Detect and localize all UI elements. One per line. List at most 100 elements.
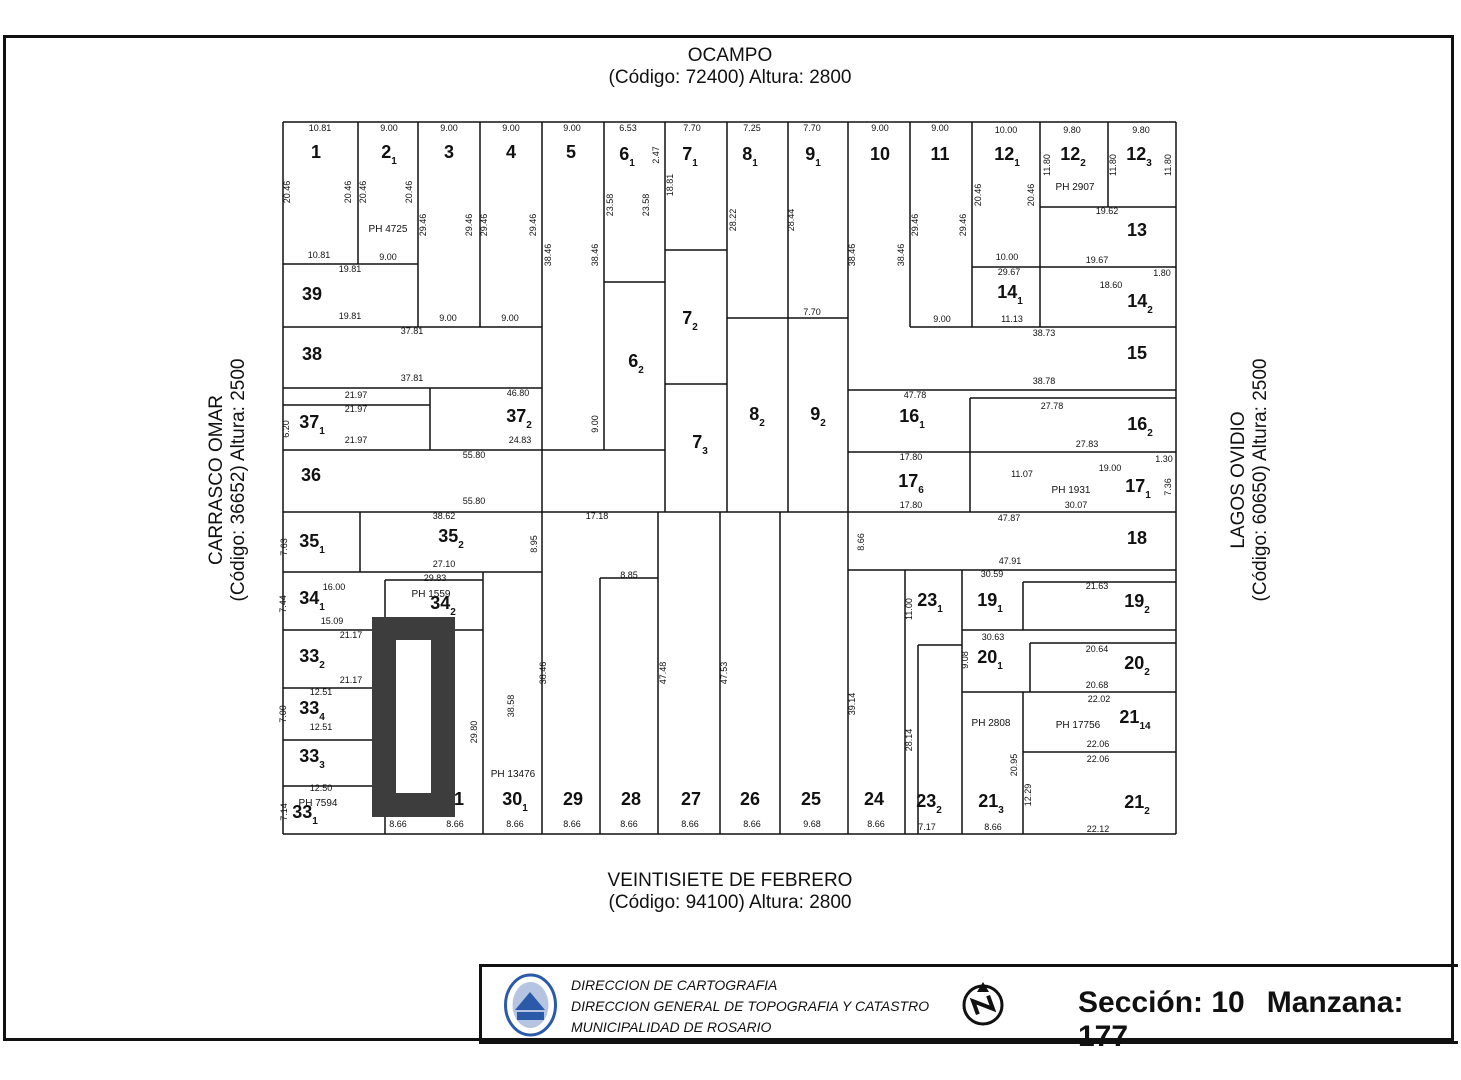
dimension-label: 9.68 xyxy=(803,819,821,829)
dimension-label: 30.59 xyxy=(981,569,1004,579)
dimension-label: 47.91 xyxy=(999,556,1022,566)
dimension-label: 9.00 xyxy=(590,415,600,433)
lot-number: 38 xyxy=(302,344,322,364)
institution-line-1: DIRECCION DE CARTOGRAFIA xyxy=(571,977,778,993)
dimension-label: 22.02 xyxy=(1088,694,1111,704)
lot-number: 4 xyxy=(506,142,516,162)
seccion-label: Sección: 10 xyxy=(1078,986,1245,1019)
lot-number: 3 xyxy=(444,142,454,162)
dimension-label: 28.22 xyxy=(728,209,738,232)
lot-number: 332 xyxy=(299,646,325,671)
dimension-label: 15.09 xyxy=(321,616,344,626)
lot-number: 27 xyxy=(681,789,701,809)
dimension-label: 22.06 xyxy=(1087,739,1110,749)
dimension-label: 7.25 xyxy=(743,123,761,133)
dimension-label: 7.70 xyxy=(803,123,821,133)
dimension-label: 22.06 xyxy=(1087,754,1110,764)
street-name: OCAMPO xyxy=(687,45,773,66)
lot-number: 162 xyxy=(1127,414,1153,439)
dimension-label: 20.46 xyxy=(1026,184,1036,207)
redaction-box xyxy=(372,617,455,817)
ph-label: PH 1931 xyxy=(1052,485,1091,496)
dimension-label: 19.81 xyxy=(339,264,362,274)
dimension-label: 29.46 xyxy=(479,214,489,237)
dimension-label: 7.36 xyxy=(1163,478,1173,496)
manzana-label: Manzana: 177 xyxy=(1078,986,1404,1053)
dimension-label: 11.80 xyxy=(1042,154,1052,176)
dimension-label: 19.81 xyxy=(339,311,362,321)
dimension-label: 19.00 xyxy=(1099,463,1122,473)
dimension-label: 27.10 xyxy=(433,559,456,569)
dimension-label: 21.17 xyxy=(340,675,363,685)
lot-number: 161 xyxy=(899,406,925,431)
dimension-label: 27.83 xyxy=(1076,439,1099,449)
institution-line-3: MUNICIPALIDAD DE ROSARIO xyxy=(571,1019,772,1035)
dimension-label: 38.46 xyxy=(847,244,857,267)
dimension-label: 38.58 xyxy=(506,695,516,718)
dimension-label: 7.70 xyxy=(803,307,821,317)
lot-number: 192 xyxy=(1124,591,1150,616)
lot-number: 232 xyxy=(916,791,942,816)
dimension-label: 20.68 xyxy=(1086,680,1109,690)
dimension-label: 17.80 xyxy=(900,452,923,462)
dimension-label: 11.80 xyxy=(1108,154,1118,176)
dimension-label: 29.46 xyxy=(464,214,474,237)
street-info: (Código: 94100) Altura: 2800 xyxy=(608,892,852,913)
dimension-label: 38.62 xyxy=(433,511,456,521)
lot-number: 92 xyxy=(810,404,826,429)
dimension-label: 19.67 xyxy=(1086,255,1109,265)
dimension-label: 29.83 xyxy=(424,573,447,583)
dimension-label: 20.46 xyxy=(404,181,414,204)
redaction-inner xyxy=(396,640,431,793)
dimension-label: 6.20 xyxy=(281,420,291,438)
dimension-label: 7.70 xyxy=(683,123,701,133)
dimension-label: 6.53 xyxy=(619,123,637,133)
ph-label: PH 2907 xyxy=(1056,182,1095,193)
dimension-label: 27.78 xyxy=(1041,401,1064,411)
dimension-label: 30.63 xyxy=(982,632,1005,642)
dimension-label: 23.58 xyxy=(641,194,651,217)
dimension-label: 9.00 xyxy=(379,252,397,262)
dimension-label: 22.12 xyxy=(1087,824,1110,834)
lot-number: 231 xyxy=(917,590,943,615)
dimension-label: 8.66 xyxy=(620,819,638,829)
lot-number: 202 xyxy=(1124,653,1150,678)
lot-number: 62 xyxy=(628,351,644,376)
dimension-label: 38.78 xyxy=(1033,376,1056,386)
lot-number: 21 xyxy=(381,142,397,167)
ph-label: PH 17756 xyxy=(1056,720,1101,731)
lot-number: 13 xyxy=(1127,220,1147,240)
dimension-label: 28.14 xyxy=(904,729,914,752)
lot-number: 334 xyxy=(299,698,325,723)
lot-number: 15 xyxy=(1127,343,1147,363)
lot-number: 191 xyxy=(977,590,1003,615)
dimension-label: 8.66 xyxy=(506,819,524,829)
dimension-label: 23.58 xyxy=(605,194,615,217)
dimension-label: 7.14 xyxy=(279,803,289,821)
dimension-label: 38.46 xyxy=(538,662,548,685)
dimension-label: 9.00 xyxy=(501,313,519,323)
lot-number: 72 xyxy=(682,308,698,333)
lot-number: 123 xyxy=(1126,144,1152,169)
lot-number: 91 xyxy=(805,144,821,169)
dimension-label: 9.00 xyxy=(439,313,457,323)
dimension-label: 7.63 xyxy=(279,538,289,556)
dimension-label: 10.00 xyxy=(996,252,1019,262)
dimension-label: 21.63 xyxy=(1086,581,1109,591)
lot-number: 352 xyxy=(438,526,464,551)
lot-number: 39 xyxy=(302,284,322,304)
lot-number: 213 xyxy=(978,791,1004,816)
lot-number: 29 xyxy=(563,789,583,809)
dimension-label: 30.07 xyxy=(1065,500,1088,510)
lot-number: 2114 xyxy=(1119,707,1151,732)
dimension-label: 1.80 xyxy=(1153,268,1171,278)
dimension-label: 38.46 xyxy=(896,244,906,267)
rosario-seal-icon xyxy=(504,973,557,1037)
dimension-label: 9.00 xyxy=(563,123,581,133)
lot-number: 61 xyxy=(619,144,635,169)
lot-number: 10 xyxy=(870,144,890,164)
dimension-label: 39.14 xyxy=(847,693,857,716)
